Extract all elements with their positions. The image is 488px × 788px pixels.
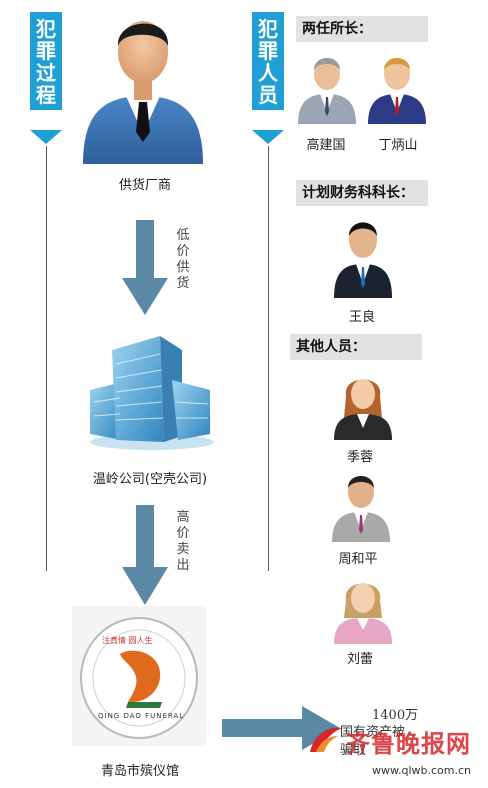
left-divider	[46, 146, 47, 571]
right-divider	[268, 146, 269, 571]
director-name: 高建国	[306, 138, 346, 153]
staff-name: 季蓉	[346, 450, 373, 465]
shell-company-label: 温岭公司(空壳公司)	[92, 472, 208, 487]
finance-heading: 计划财务科科长：	[296, 180, 428, 206]
others-heading: 其他人员：	[290, 334, 422, 360]
low-price-supply-text: 低价 供货	[176, 228, 190, 291]
finance-head-name: 王良	[348, 310, 375, 325]
crime-process-tag-tip	[30, 130, 62, 144]
criminals-tag: 犯 罪 人 员	[252, 12, 284, 110]
director-name: 丁炳山	[378, 138, 418, 153]
tag-char: 人	[258, 61, 278, 85]
tag-char: 犯	[258, 17, 278, 41]
finance-head-avatar	[332, 212, 394, 298]
funeral-home-logo	[72, 606, 206, 746]
director-avatar	[366, 50, 428, 124]
crime-process-tag: 犯 罪 过 程	[30, 12, 62, 110]
staff-avatar-female	[332, 570, 394, 644]
down-arrow	[120, 505, 170, 605]
staff-avatar-male	[330, 468, 392, 542]
watermark-url: www.qlwb.com.cn	[372, 764, 471, 777]
tag-char: 犯	[36, 17, 56, 41]
right-arrow	[222, 704, 340, 754]
staff-name: 刘蕾	[346, 652, 373, 667]
businessman-icon	[78, 4, 208, 164]
tag-char: 罪	[36, 39, 56, 63]
loss-description: 国有资产被骗取	[340, 725, 406, 758]
tag-char: 程	[36, 83, 56, 107]
tag-char: 过	[36, 61, 56, 85]
watermark-logo-icon	[306, 724, 346, 756]
staff-avatar-female	[332, 366, 394, 440]
logo-top-text: 注真情 圆人生	[102, 636, 153, 645]
criminals-tag-tip	[252, 130, 284, 144]
tag-char: 罪	[258, 39, 278, 63]
down-arrow	[120, 220, 170, 315]
high-price-sell-text: 高价 卖出	[176, 510, 190, 573]
supplier-label: 供货厂商	[118, 178, 171, 193]
loss-amount: 1400万	[372, 708, 419, 723]
director-avatar	[296, 50, 358, 124]
logo-bottom-text: QING DAO FUNERAL	[98, 712, 185, 720]
funeral-home-label: 青岛市殡仪馆	[100, 764, 179, 779]
tag-char: 员	[258, 83, 278, 107]
office-building-icon	[82, 330, 217, 450]
directors-heading: 两任所长：	[296, 16, 428, 42]
staff-name: 周和平	[338, 552, 378, 567]
watermark-brand: 齐鲁晚报网	[346, 729, 471, 758]
